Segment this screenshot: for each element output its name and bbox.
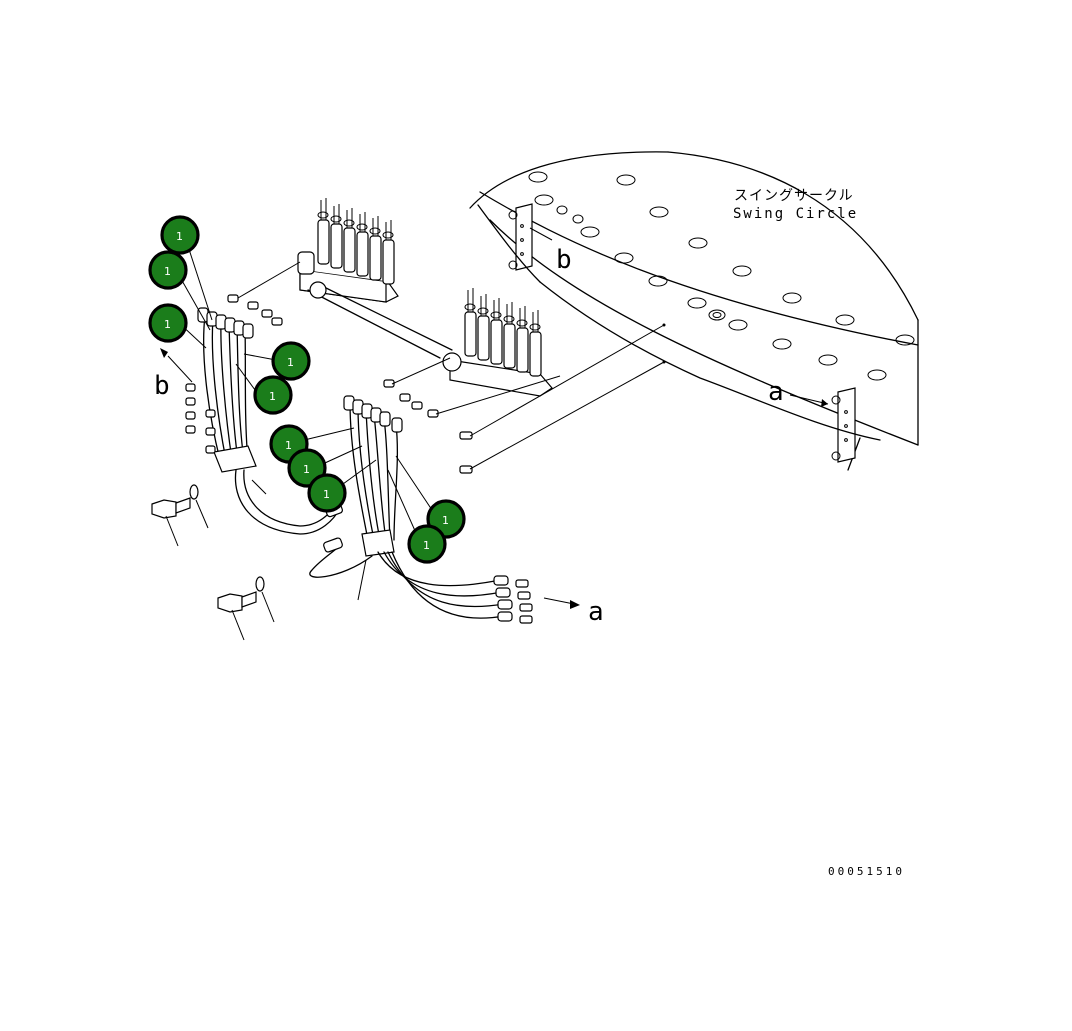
- callout-1-e: 1: [253, 375, 293, 415]
- b-mark-left: b: [154, 371, 170, 401]
- b-bracket: [508, 203, 553, 271]
- b-mark-ring: b: [556, 245, 572, 275]
- svg-text:1: 1: [285, 439, 292, 452]
- svg-text:1: 1: [442, 514, 449, 527]
- swing-circle: [469, 151, 919, 471]
- a-mark-ring: a: [768, 377, 784, 407]
- swing-circle-jp-label: スイングサークル: [734, 188, 854, 204]
- a-mark-bottom: a: [588, 597, 604, 627]
- callout-1-c: 1: [148, 303, 188, 343]
- svg-text:1: 1: [423, 539, 430, 552]
- svg-text:1: 1: [164, 265, 171, 278]
- upper-distributor-valve: [227, 198, 453, 359]
- svg-text:1: 1: [323, 488, 330, 501]
- lower-distributor-valve: [383, 288, 666, 474]
- svg-text:1: 1: [303, 463, 310, 476]
- a-bracket: [789, 387, 856, 463]
- callout-1-b: 1: [148, 250, 188, 290]
- swing-circle-en-label: Swing Circle: [733, 206, 858, 222]
- drawing-number: 00051510: [828, 865, 905, 878]
- callout-1-j: 1: [407, 524, 447, 564]
- callout-1-h: 1: [307, 473, 347, 513]
- svg-text:1: 1: [164, 318, 171, 331]
- svg-text:1: 1: [287, 356, 294, 369]
- callout-1-d: 1: [271, 341, 311, 381]
- svg-text:1: 1: [176, 230, 183, 243]
- left-hose-bundle: [160, 307, 341, 535]
- bolt-lower: [217, 576, 275, 641]
- bolt-upper: [151, 484, 209, 547]
- svg-text:1: 1: [269, 390, 276, 403]
- callout-1-a: 1: [160, 215, 200, 255]
